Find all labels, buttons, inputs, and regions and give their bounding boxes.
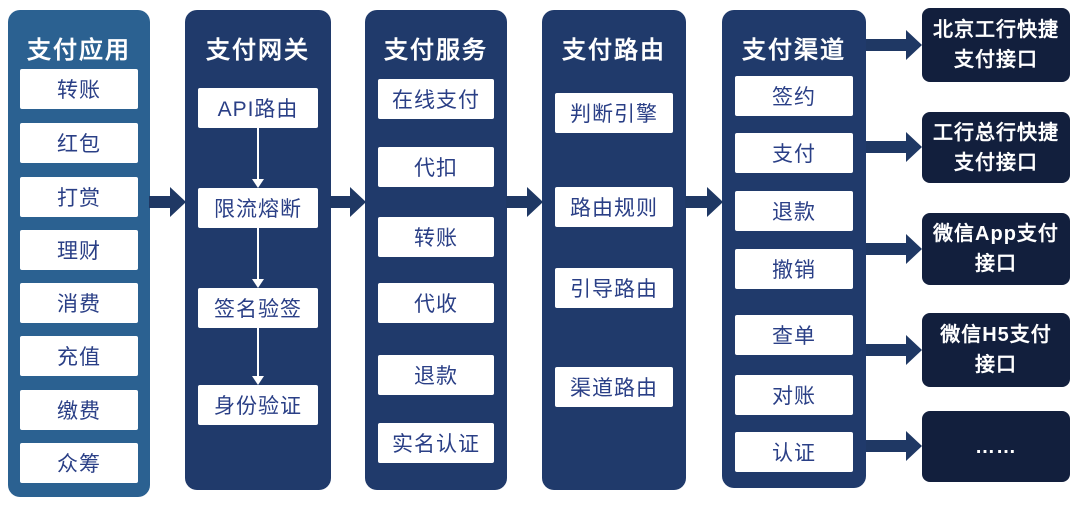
column-item: 代收 <box>378 283 494 323</box>
column-item: 查单 <box>735 315 853 355</box>
column-payment-gateway: 支付网关 API路由 限流熔断 签名验签 身份验证 <box>185 10 331 490</box>
column-item: 退款 <box>735 191 853 231</box>
arrow-right-icon <box>330 187 366 217</box>
column-item: 引导路由 <box>555 268 673 308</box>
column-item: 实名认证 <box>378 423 494 463</box>
arrow-right-icon <box>685 187 723 217</box>
column-item: 在线支付 <box>378 79 494 119</box>
column-title: 支付应用 <box>27 37 131 64</box>
column-payment-apps: 支付应用 转账 红包 打赏 理财 消费 充值 缴费 众筹 <box>8 10 150 497</box>
column-payment-routing: 支付路由 判断引擎 路由规则 引导路由 渠道路由 <box>542 10 686 490</box>
column-item: 对账 <box>735 375 853 415</box>
column-item: 签约 <box>735 76 853 116</box>
column-payment-services: 支付服务 在线支付 代扣 转账 代收 退款 实名认证 <box>365 10 507 490</box>
column-item: 转账 <box>20 69 138 109</box>
column-item: 消费 <box>20 283 138 323</box>
column-item: 退款 <box>378 355 494 395</box>
column-item: 代扣 <box>378 147 494 187</box>
endpoint-box: 微信H5支付接口 <box>922 313 1070 387</box>
endpoint-box: 工行总行快捷支付接口 <box>922 112 1070 183</box>
column-item: 撤销 <box>735 249 853 289</box>
column-item: 转账 <box>378 217 494 257</box>
column-item: 理财 <box>20 230 138 270</box>
endpoint-box: 微信App支付接口 <box>922 213 1070 285</box>
column-title: 支付服务 <box>384 37 488 64</box>
column-item: 红包 <box>20 123 138 163</box>
column-item: API路由 <box>198 88 318 128</box>
column-title: 支付渠道 <box>742 37 846 64</box>
arrow-right-icon <box>866 234 922 264</box>
column-payment-channels: 支付渠道 签约 支付 退款 撤销 查单 对账 认证 <box>722 10 866 488</box>
column-item: 限流熔断 <box>198 188 318 228</box>
arrow-right-icon <box>866 132 922 162</box>
arrow-right-icon <box>866 335 922 365</box>
column-item: 身份验证 <box>198 385 318 425</box>
arrow-down-icon <box>257 228 259 279</box>
arrow-down-icon <box>257 128 259 179</box>
column-item: 众筹 <box>20 443 138 483</box>
column-item: 判断引擎 <box>555 93 673 133</box>
endpoint-box: …… <box>922 411 1070 482</box>
column-item: 路由规则 <box>555 187 673 227</box>
column-item: 渠道路由 <box>555 367 673 407</box>
column-item: 缴费 <box>20 390 138 430</box>
endpoint-box: 北京工行快捷支付接口 <box>922 8 1070 82</box>
column-item: 打赏 <box>20 177 138 217</box>
arrow-right-icon <box>149 187 186 217</box>
column-title: 支付网关 <box>206 37 310 64</box>
arrow-right-icon <box>866 30 922 60</box>
column-item: 充值 <box>20 336 138 376</box>
column-item: 支付 <box>735 133 853 173</box>
arrow-right-icon <box>506 187 543 217</box>
column-item: 签名验签 <box>198 288 318 328</box>
arrow-right-icon <box>866 431 922 461</box>
column-title: 支付路由 <box>562 37 666 64</box>
arrow-down-icon <box>257 328 259 376</box>
column-item: 认证 <box>735 432 853 472</box>
